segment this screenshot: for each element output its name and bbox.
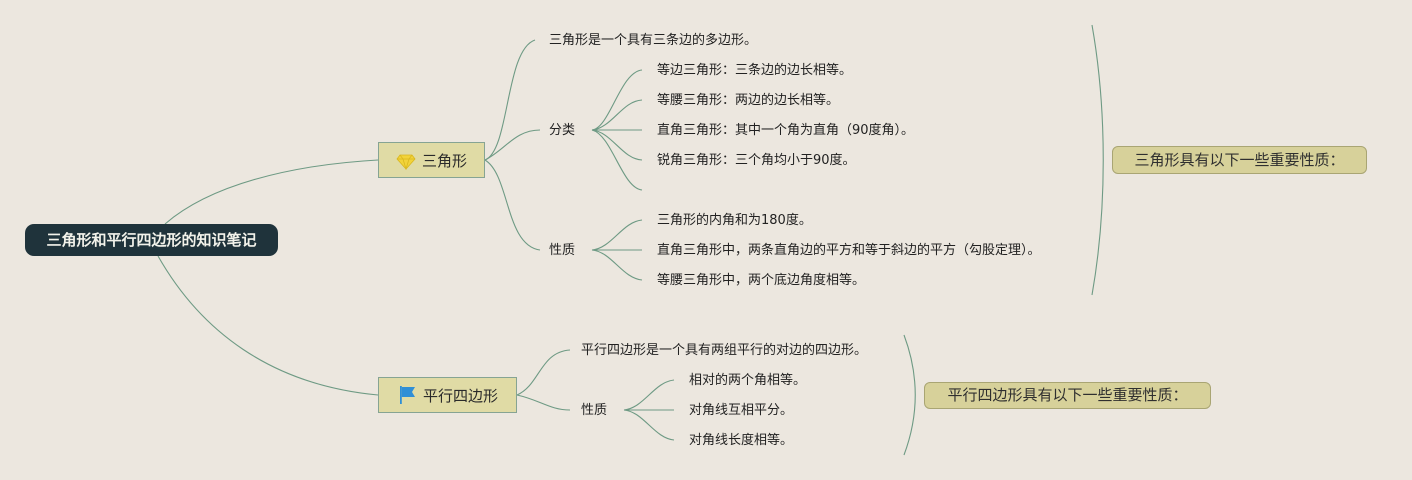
link-class-4 <box>591 129 643 161</box>
triangle-properties-label[interactable]: 性质 <box>549 243 576 258</box>
diamond-icon <box>396 154 416 170</box>
summary-brace-triangle <box>1091 24 1104 296</box>
link-pprop-3 <box>623 409 675 441</box>
classification-item[interactable]: 等边三角形：三条边的边长相等。 <box>657 63 853 78</box>
link-class-5 <box>591 129 643 191</box>
link-para-definition <box>516 349 571 396</box>
link-triangle-classification <box>484 129 541 161</box>
link-class-2 <box>591 99 643 131</box>
triangle-property-item[interactable]: 等腰三角形中，两个底边角度相等。 <box>657 273 866 288</box>
link-class-1 <box>591 69 643 131</box>
link-tprop-1 <box>591 219 643 251</box>
root-topic[interactable]: 三角形和平行四边形的知识笔记 <box>25 224 278 256</box>
topic-parallelogram[interactable]: 平行四边形 <box>378 377 517 413</box>
summary-brace-parallelogram <box>903 334 916 456</box>
flag-icon <box>399 386 415 404</box>
triangle-definition[interactable]: 三角形是一个具有三条边的多边形。 <box>549 33 758 48</box>
parallelogram-property-item[interactable]: 对角线长度相等。 <box>689 433 794 448</box>
link-triangle-properties <box>484 159 541 251</box>
parallelogram-property-item[interactable]: 相对的两个角相等。 <box>689 373 807 388</box>
triangle-property-item[interactable]: 直角三角形中，两条直角边的平方和等于斜边的平方（勾股定理）。 <box>657 243 1041 258</box>
link-root-triangle <box>164 159 379 225</box>
summary-parallelogram[interactable]: 平行四边形具有以下一些重要性质： <box>924 382 1211 409</box>
link-pprop-1 <box>623 379 675 411</box>
link-para-properties <box>516 394 571 411</box>
classification-item[interactable]: 锐角三角形：三个角均小于90度。 <box>657 153 856 168</box>
triangle-property-item[interactable]: 三角形的内角和为180度。 <box>657 213 812 228</box>
triangle-classification-label[interactable]: 分类 <box>549 123 576 138</box>
link-root-parallelogram <box>157 255 379 396</box>
link-tprop-3 <box>591 249 643 281</box>
classification-item[interactable]: 直角三角形：其中一个角为直角（90度角）。 <box>657 123 915 138</box>
topic-parallelogram-label: 平行四边形 <box>422 386 498 405</box>
topic-triangle[interactable]: 三角形 <box>378 142 485 178</box>
topic-triangle-label: 三角形 <box>421 151 467 170</box>
link-triangle-definition <box>484 39 536 161</box>
parallelogram-properties-label[interactable]: 性质 <box>581 403 608 418</box>
parallelogram-property-item[interactable]: 对角线互相平分。 <box>689 403 794 418</box>
summary-triangle[interactable]: 三角形具有以下一些重要性质： <box>1112 146 1367 174</box>
classification-item[interactable]: 等腰三角形：两边的边长相等。 <box>657 93 840 108</box>
parallelogram-definition[interactable]: 平行四边形是一个具有两组平行的对边的四边形。 <box>581 343 868 358</box>
